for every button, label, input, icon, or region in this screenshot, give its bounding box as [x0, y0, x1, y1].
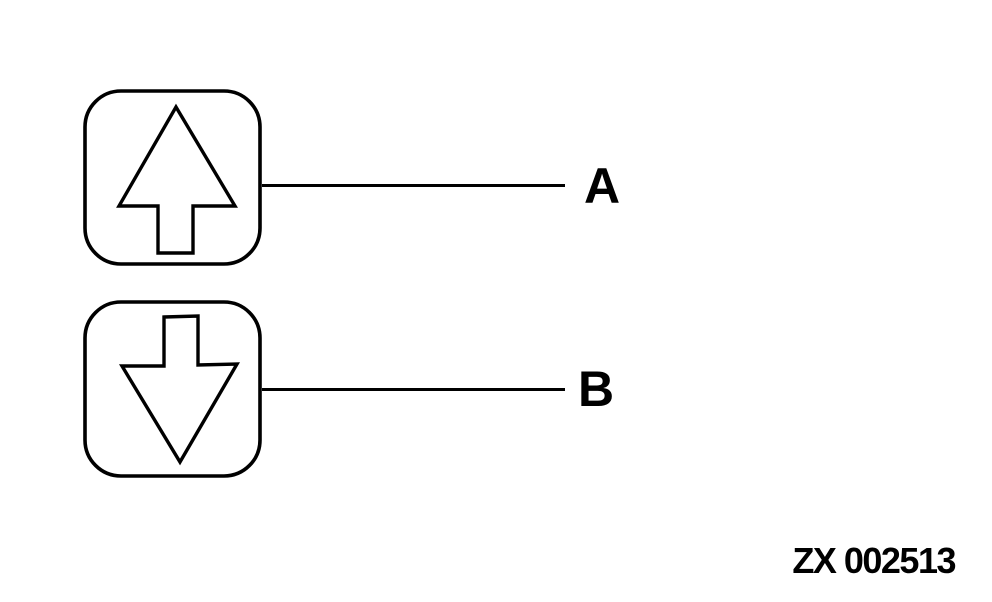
callout-line-b — [262, 388, 565, 391]
callout-line-a — [262, 184, 565, 187]
figure-code: ZX 002513 — [792, 540, 956, 581]
arrow-up-button-icon — [83, 89, 262, 266]
callout-label-b: B — [578, 361, 615, 417]
down-arrow-glyph — [118, 314, 241, 466]
arrow-down-button-icon — [83, 300, 262, 478]
up-arrow-glyph — [116, 103, 238, 255]
callout-label-a: A — [584, 158, 621, 214]
